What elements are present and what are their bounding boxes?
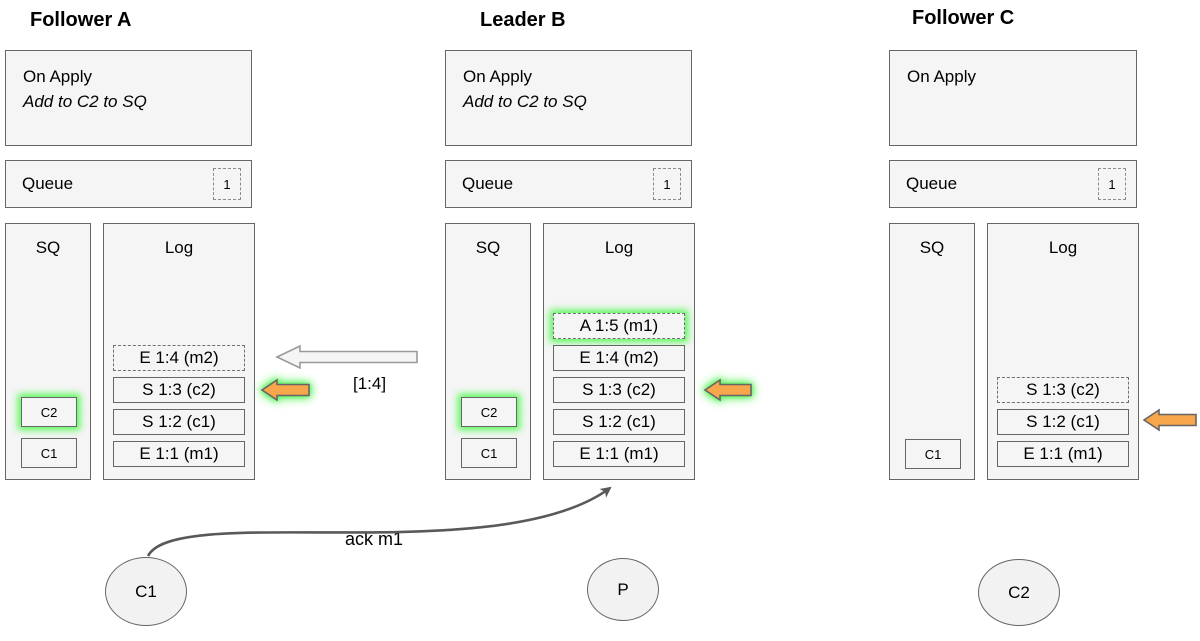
log-box: Log A 1:5 (m1) E 1:4 (m2) S 1:3 (c2) S 1… — [543, 223, 695, 480]
sq-label: SQ — [35, 238, 61, 257]
sq-box: SQ C1 — [889, 223, 975, 480]
queue-box: Queue 1 — [445, 160, 692, 208]
node-follower-a: Follower A On Apply Add to C2 to SQ Queu… — [5, 0, 255, 641]
on-apply-label: On Apply — [23, 67, 92, 86]
log-entry: E 1:1 (m1) — [113, 441, 245, 467]
log-label: Log — [604, 238, 634, 257]
on-apply-label: On Apply — [463, 67, 532, 86]
on-apply-box: On Apply — [889, 50, 1137, 146]
log-entry: E 1:1 (m1) — [553, 441, 685, 467]
node-title: Leader B — [480, 9, 566, 31]
log-entries: S 1:3 (c2) S 1:2 (c1) E 1:1 (m1) — [997, 377, 1129, 467]
queue-count-badge: 1 — [213, 168, 241, 200]
log-entries: A 1:5 (m1) E 1:4 (m2) S 1:3 (c2) S 1:2 (… — [553, 313, 685, 467]
log-entry: E 1:4 (m2) — [113, 345, 245, 371]
apply-arrow-leader-b — [703, 378, 752, 402]
node-title: Follower A — [30, 9, 132, 31]
replicate-arrow — [275, 344, 418, 370]
ack-label: ack m1 — [345, 529, 404, 549]
on-apply-box: On Apply Add to C2 to SQ — [5, 50, 252, 146]
apply-arrow-follower-a — [260, 378, 310, 402]
sq-item-c2: C2 — [461, 397, 517, 427]
log-box: Log E 1:4 (m2) S 1:3 (c2) S 1:2 (c1) E 1… — [103, 223, 255, 480]
log-entry: S 1:2 (c1) — [113, 409, 245, 435]
apply-arrow-follower-c — [1142, 408, 1197, 432]
replicate-range-label: [1:4] — [353, 374, 387, 393]
log-entry: E 1:1 (m1) — [997, 441, 1129, 467]
queue-label: Queue — [906, 174, 958, 193]
log-entry: E 1:4 (m2) — [553, 345, 685, 371]
queue-label: Queue — [22, 174, 74, 193]
log-label: Log — [164, 238, 194, 257]
sq-item-c2: C2 — [21, 397, 77, 427]
node-follower-c: Follower C On Apply Queue 1 SQ C1 Log S … — [889, 0, 1139, 641]
log-entry: A 1:5 (m1) — [553, 313, 685, 339]
log-entry: S 1:2 (c1) — [553, 409, 685, 435]
sq-item-c1: C1 — [905, 439, 961, 469]
log-entry: S 1:2 (c1) — [997, 409, 1129, 435]
sq-box: SQ C2 C1 — [5, 223, 91, 480]
sq-item-c1: C1 — [21, 438, 77, 468]
log-box: Log S 1:3 (c2) S 1:2 (c1) E 1:1 (m1) — [987, 223, 1139, 480]
queue-box: Queue 1 — [889, 160, 1137, 208]
on-apply-rule: Add to C2 to SQ — [463, 91, 587, 111]
node-leader-b: Leader B On Apply Add to C2 to SQ Queue … — [445, 0, 695, 641]
on-apply-rule: Add to C2 to SQ — [23, 91, 147, 111]
queue-count-badge: 1 — [1098, 168, 1126, 200]
on-apply-label: On Apply — [907, 67, 976, 86]
on-apply-box: On Apply Add to C2 to SQ — [445, 50, 692, 146]
actor-c1: C1 — [105, 557, 187, 626]
log-label: Log — [1048, 238, 1078, 257]
log-entry: S 1:3 (c2) — [553, 377, 685, 403]
log-entry: S 1:3 (c2) — [113, 377, 245, 403]
log-entries: E 1:4 (m2) S 1:3 (c2) S 1:2 (c1) E 1:1 (… — [113, 345, 245, 467]
sq-label: SQ — [475, 238, 501, 257]
sq-box: SQ C2 C1 — [445, 223, 531, 480]
queue-box: Queue 1 — [5, 160, 252, 208]
actor-label: C1 — [135, 581, 157, 601]
actor-label: P — [617, 579, 629, 599]
log-entry: S 1:3 (c2) — [997, 377, 1129, 403]
actor-p: P — [587, 558, 659, 621]
sq-item-c1: C1 — [461, 438, 517, 468]
node-title: Follower C — [912, 7, 1015, 29]
sq-label: SQ — [919, 238, 945, 257]
actor-label: C2 — [1008, 582, 1030, 602]
queue-count-badge: 1 — [653, 168, 681, 200]
actor-c2: C2 — [978, 559, 1060, 626]
queue-label: Queue — [462, 174, 514, 193]
